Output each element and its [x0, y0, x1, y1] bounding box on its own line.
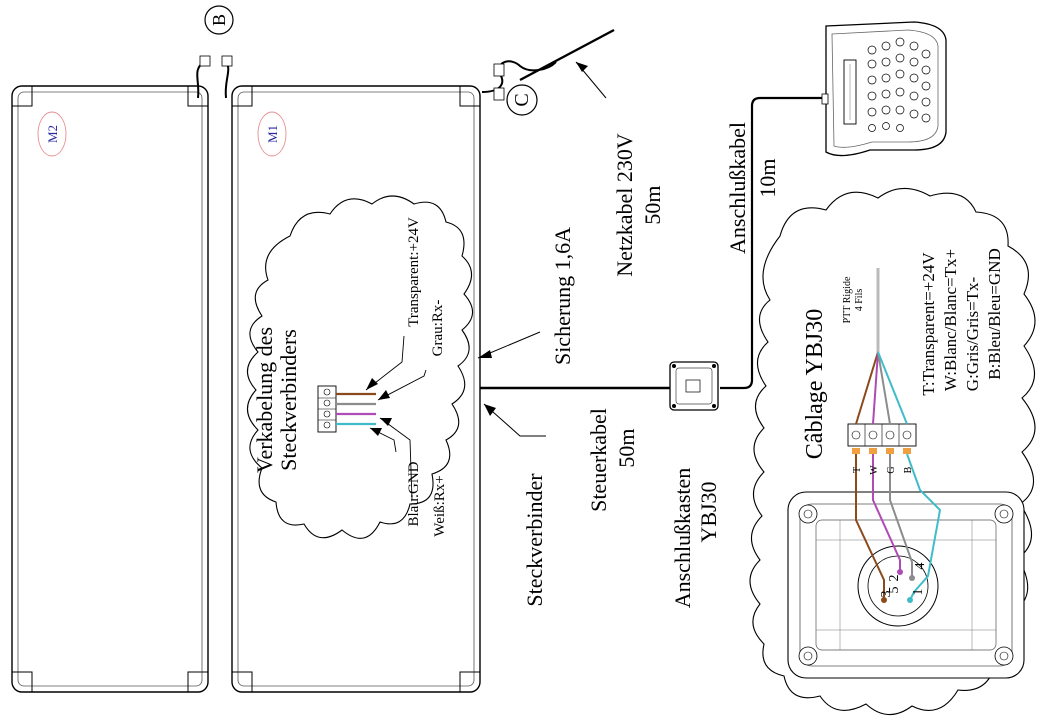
- controller-device: [821, 21, 947, 157]
- steuerkabel-label: Steuerkabel: [586, 408, 611, 512]
- anschlusskasten-label: Anschlußkasten: [670, 468, 695, 609]
- mains-cable: Netzkabel 230V 50m: [519, 28, 665, 277]
- plug-terminal-block: [317, 385, 376, 433]
- term-w: W: [869, 465, 880, 475]
- sicherung-label: Sicherung 1,6A: [550, 227, 575, 365]
- pin-3: 3: [879, 591, 894, 598]
- netzkabel-label: Netzkabel 230V: [612, 133, 637, 277]
- wiring-de-transparent: Transparent:+24V: [406, 217, 422, 327]
- enclosure-base: [787, 491, 1025, 679]
- anschlusskabel-label: Anschlußkabel: [725, 122, 750, 254]
- connector-b: B: [196, 5, 234, 99]
- wiring-de-title-2: Steckverbinders: [276, 329, 301, 471]
- marker-b: B: [209, 14, 229, 26]
- plug-callout: Steckverbinder: [483, 403, 547, 607]
- fuse-callout: Sicherung 1,6A: [477, 227, 575, 365]
- anschlusskabel-length: 10m: [755, 158, 780, 197]
- control-cable: Steuerkabel 50m: [480, 386, 670, 512]
- legend-t: T:Transparent=+24V: [919, 252, 938, 396]
- panel-m2-label: M2: [45, 125, 60, 143]
- legend-b: B:Bleu/Bleu=GND: [985, 248, 1004, 379]
- pin-4: 4: [913, 563, 928, 570]
- marker-c: C: [511, 93, 533, 106]
- anschlusskasten-model: YBJ30: [696, 481, 721, 542]
- term-g: G: [886, 466, 897, 473]
- panel-m2: M2: [11, 85, 209, 693]
- steuerkabel-length: 50m: [614, 428, 639, 467]
- pin-5: 5: [887, 587, 902, 594]
- wiring-fr-title: Câblage YBJ30: [802, 309, 828, 459]
- netzkabel-length: 50m: [640, 185, 665, 224]
- term-b: B: [903, 466, 914, 473]
- cloud-steckverbinder: Verkabelung des Steckverbinders Transpar…: [246, 195, 474, 539]
- wiring-de-title-1: Verkabelung des: [252, 327, 277, 473]
- pin-1: 1: [911, 589, 926, 596]
- junction-box: Anschlußkasten YBJ30: [669, 361, 721, 609]
- wiring-de-blau: Blau:GND: [406, 461, 422, 526]
- cloud-ybj30: PTT Rigide 4 Fils Câblage YBJ30 T W G B …: [749, 187, 1036, 716]
- wiring-de-grau: Grau:Rx-: [430, 300, 446, 357]
- term-t: T: [852, 467, 863, 473]
- terminal-strip: [847, 423, 917, 454]
- legend-w: W:Blanc/Blanc=Tx+: [941, 249, 960, 391]
- ptt-label-2: 4 Fils: [854, 289, 865, 312]
- connection-cable: Anschlußkabel 10m: [720, 96, 822, 390]
- panel-m1-label: M1: [265, 125, 280, 143]
- legend-g: G:Gris/Gris=Tx-: [963, 276, 982, 391]
- connector-c: C: [481, 60, 557, 116]
- steckverbinder-label: Steckverbinder: [522, 473, 547, 607]
- pin-2: 2: [887, 575, 902, 582]
- ptt-label-1: PTT Rigide: [842, 276, 853, 323]
- wiring-de-weiss: Weiß:Rx+: [432, 475, 448, 536]
